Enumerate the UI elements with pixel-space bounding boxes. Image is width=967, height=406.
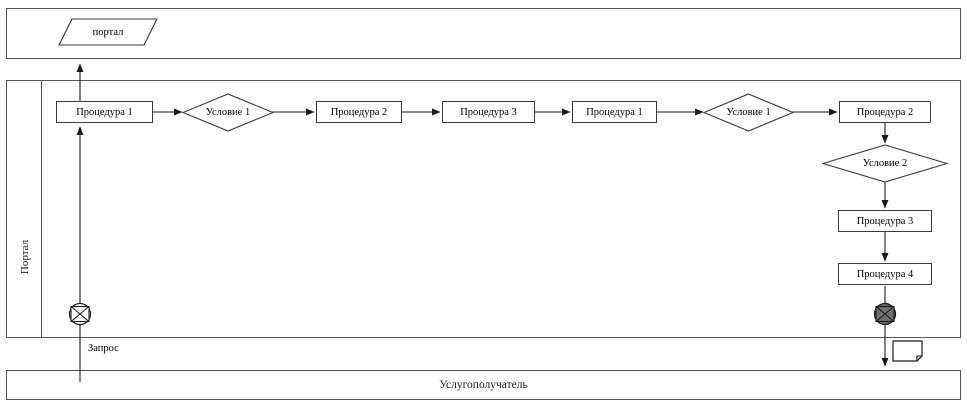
node-condition-1-a[interactable]: Условие 1 [182,93,274,132]
swimlane-portal-main: Портал [6,80,961,338]
lane-header-divider [41,81,42,337]
node-condition-1-a-label: Условие 1 [205,107,251,118]
node-condition-2-label: Условие 2 [862,158,908,169]
node-procedure-3-a-label: Процедура 3 [460,106,517,118]
start-marker-shape [68,302,92,326]
end-marker-shape [873,302,897,326]
node-condition-1-b[interactable]: Условие 1 [703,93,794,132]
diamond-shape [182,93,274,132]
node-procedure-2-b[interactable]: Процедура 2 [839,101,931,123]
result-document-icon [892,340,923,362]
node-procedure-1-a[interactable]: Процедура 1 [56,101,153,123]
diamond-shape [703,93,794,132]
node-procedure-3-a[interactable]: Процедура 3 [442,101,535,123]
node-procedure-2-a-label: Процедура 2 [330,106,388,118]
node-procedure-2-b-label: Процедура 2 [856,106,914,118]
lane-title-recipient: Услугополучатель [439,379,528,391]
node-condition-2[interactable]: Условие 2 [822,144,948,183]
node-procedure-4-label: Процедура 4 [856,268,914,280]
node-condition-1-b-label: Условие 1 [726,107,771,118]
swimlane-recipient: Услугополучатель [6,370,961,400]
swimlane-portal-output [6,8,961,59]
diamond-shape [822,144,948,183]
parallelogram-shape [58,18,158,46]
node-procedure-1-a-label: Процедура 1 [76,106,133,118]
node-procedure-3-b-label: Процедура 3 [856,215,914,227]
edge-label-request: Запрос [88,343,119,354]
node-procedure-2-a[interactable]: Процедура 2 [316,101,402,123]
node-procedure-1-b-label: Процедура 1 [586,106,643,118]
node-portal-output-label: портал [92,26,124,38]
node-procedure-3-b[interactable]: Процедура 3 [838,210,932,232]
node-procedure-4[interactable]: Процедура 4 [838,263,932,285]
node-procedure-1-b[interactable]: Процедура 1 [572,101,657,123]
node-portal-output[interactable]: портал [58,18,158,46]
